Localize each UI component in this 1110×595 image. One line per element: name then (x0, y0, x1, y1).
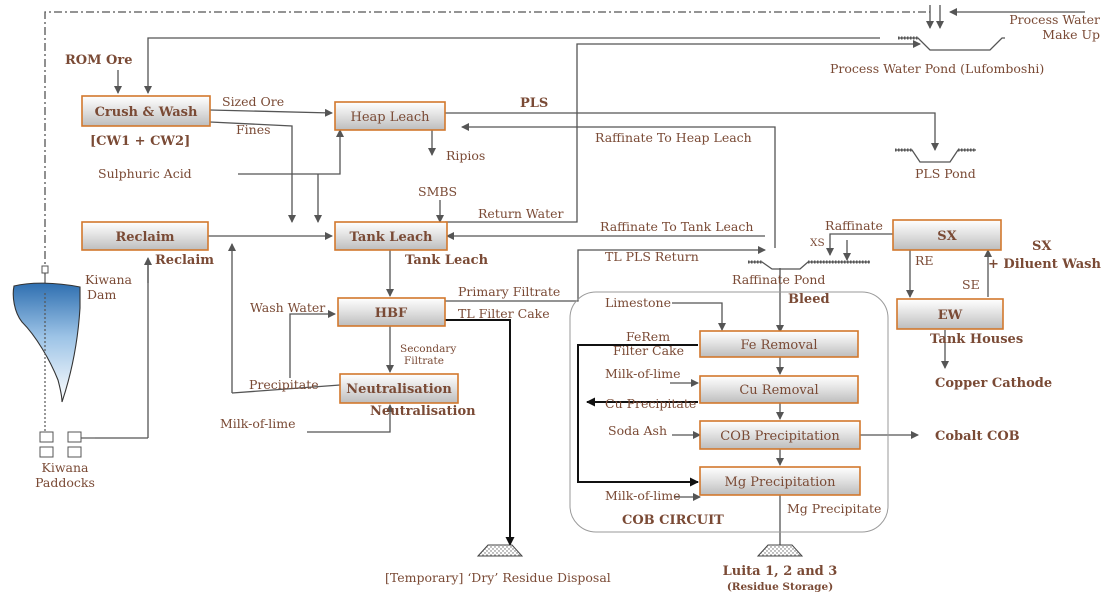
precipitate-label: Precipitate (249, 377, 319, 392)
process-water-pond (898, 36, 1005, 51)
se-label: SE (962, 277, 980, 292)
cu-removal-box[interactable]: Cu Removal (699, 375, 859, 404)
rom-ore-label: ROM Ore (65, 53, 133, 68)
sx-box[interactable]: SX (892, 219, 1002, 251)
kiwana-dam-label: Kiwana (85, 272, 133, 287)
heap-leach-label: Heap Leach (351, 110, 431, 125)
reclaim-box[interactable]: Reclaim (81, 221, 209, 251)
cob-precipitation-label: COB Precipitation (720, 429, 840, 444)
flow-lines (44, 5, 1085, 556)
wash-water-label: Wash Water (250, 300, 325, 315)
smbs-label: SMBS (418, 184, 457, 199)
crush-wash-label: Crush & Wash (95, 105, 198, 120)
ew-label: EW (938, 308, 963, 323)
cw-units-label: [CW1 + CW2] (90, 134, 190, 149)
sx-area-label: SX (1032, 239, 1052, 254)
fines-label: Fines (236, 122, 271, 137)
tank-leach-label: Tank Leach (349, 230, 433, 245)
hbf-box[interactable]: HBF (337, 297, 446, 327)
tank-houses-label: Tank Houses (930, 332, 1023, 347)
process-water-make-up-label-2: Make Up (1042, 27, 1100, 42)
residue-storage-label: (Residue Storage) (727, 581, 833, 593)
kiwana-dam-label-2: Dam (87, 287, 116, 302)
milk-of-lime-mg-label: Milk-of-lime (605, 488, 681, 503)
tank-leach-box[interactable]: Tank Leach (334, 221, 448, 251)
luita-label: Luita 1, 2 and 3 (723, 564, 838, 579)
xs-label: XS (810, 237, 825, 249)
re-label: RE (915, 253, 934, 268)
copper-cathode-label: Copper Cathode (935, 376, 1052, 391)
mg-precipitation-label: Mg Precipitation (725, 475, 837, 490)
process-water-make-up-label: Process Water (1009, 12, 1100, 27)
cob-circuit-label: COB CIRCUIT (622, 513, 724, 528)
raffinate-label: Raffinate (825, 218, 883, 233)
neutralisation-label: Neutralisation (346, 382, 452, 397)
mg-precipitate-label: Mg Precipitate (787, 501, 881, 516)
secondary-filtrate-label-2: Filtrate (404, 355, 444, 367)
return-water-label: Return Water (478, 206, 564, 221)
reclaim-area-label: Reclaim (155, 253, 214, 268)
cu-precipitate-label: Cu Precipitate (605, 396, 696, 411)
raffinate-pond (748, 260, 870, 270)
pls-pond-label: PLS Pond (915, 166, 976, 181)
process-water-pond-label: Process Water Pond (Lufomboshi) (830, 61, 1044, 76)
luita-residue-mound (756, 544, 804, 557)
cob-circuit-area (569, 291, 889, 533)
cu-removal-label: Cu Removal (739, 383, 818, 398)
cob-precipitation-box[interactable]: COB Precipitation (699, 420, 861, 450)
fe-removal-box[interactable]: Fe Removal (699, 330, 859, 358)
tank-leach-area-label: Tank Leach (405, 253, 489, 268)
limestone-label: Limestone (605, 295, 671, 310)
heap-leach-box[interactable]: Heap Leach (334, 101, 446, 131)
kiwana-dam-icon (12, 265, 81, 438)
ferem-label: FeRem (626, 329, 670, 344)
raffinate-to-heap-leach-label: Raffinate To Heap Leach (595, 130, 752, 145)
hbf-label: HBF (375, 306, 408, 321)
residue-disposal-label: [Temporary] ‘Dry’ Residue Disposal (385, 570, 611, 585)
raffinate-pond-label: Raffinate Pond (732, 272, 825, 287)
milk-of-lime-cu-label: Milk-of-lime (605, 366, 681, 381)
kiwana-paddocks-label-2: Paddocks (35, 475, 95, 490)
soda-ash-label: Soda Ash (608, 423, 667, 438)
pls-label: PLS (520, 96, 548, 111)
kiwana-paddocks-label: Kiwana (42, 460, 90, 475)
sx-label: SX (937, 229, 957, 244)
kiwana-paddocks-icon (39, 431, 95, 458)
neutralisation-box[interactable]: Neutralisation (339, 373, 459, 404)
sulphuric-acid-label: Sulphuric Acid (98, 166, 192, 181)
diluent-wash-label: + Diluent Wash (988, 257, 1101, 272)
ew-box[interactable]: EW (896, 298, 1004, 330)
raffinate-to-tank-leach-label: Raffinate To Tank Leach (600, 219, 753, 234)
reclaim-label: Reclaim (115, 230, 174, 245)
diagram-labels: Process Water Make Up Process Water Pond… (35, 12, 1101, 593)
fe-removal-label: Fe Removal (740, 338, 817, 353)
bleed-label: Bleed (788, 292, 830, 307)
secondary-filtrate-label: Secondary (400, 343, 456, 355)
sized-ore-label: Sized Ore (222, 94, 284, 109)
tl-filter-cake-label: TL Filter Cake (458, 306, 550, 321)
ferem-filter-cake-label: Filter Cake (613, 343, 684, 358)
crush-wash-box[interactable]: Crush & Wash (81, 95, 211, 127)
residue-lines (445, 319, 699, 546)
mg-precipitation-box[interactable]: Mg Precipitation (699, 466, 861, 496)
pls-pond (895, 148, 976, 163)
primary-filtrate-label: Primary Filtrate (458, 284, 560, 299)
ripios-label: Ripios (446, 148, 485, 163)
neutralisation-area-label: Neutralisation (370, 404, 476, 419)
tl-pls-return-label: TL PLS Return (605, 249, 699, 264)
residue-disposal-mound (476, 544, 524, 557)
milk-of-lime-neut-label: Milk-of-lime (220, 416, 296, 431)
cobalt-cob-label: Cobalt COB (935, 429, 1020, 444)
